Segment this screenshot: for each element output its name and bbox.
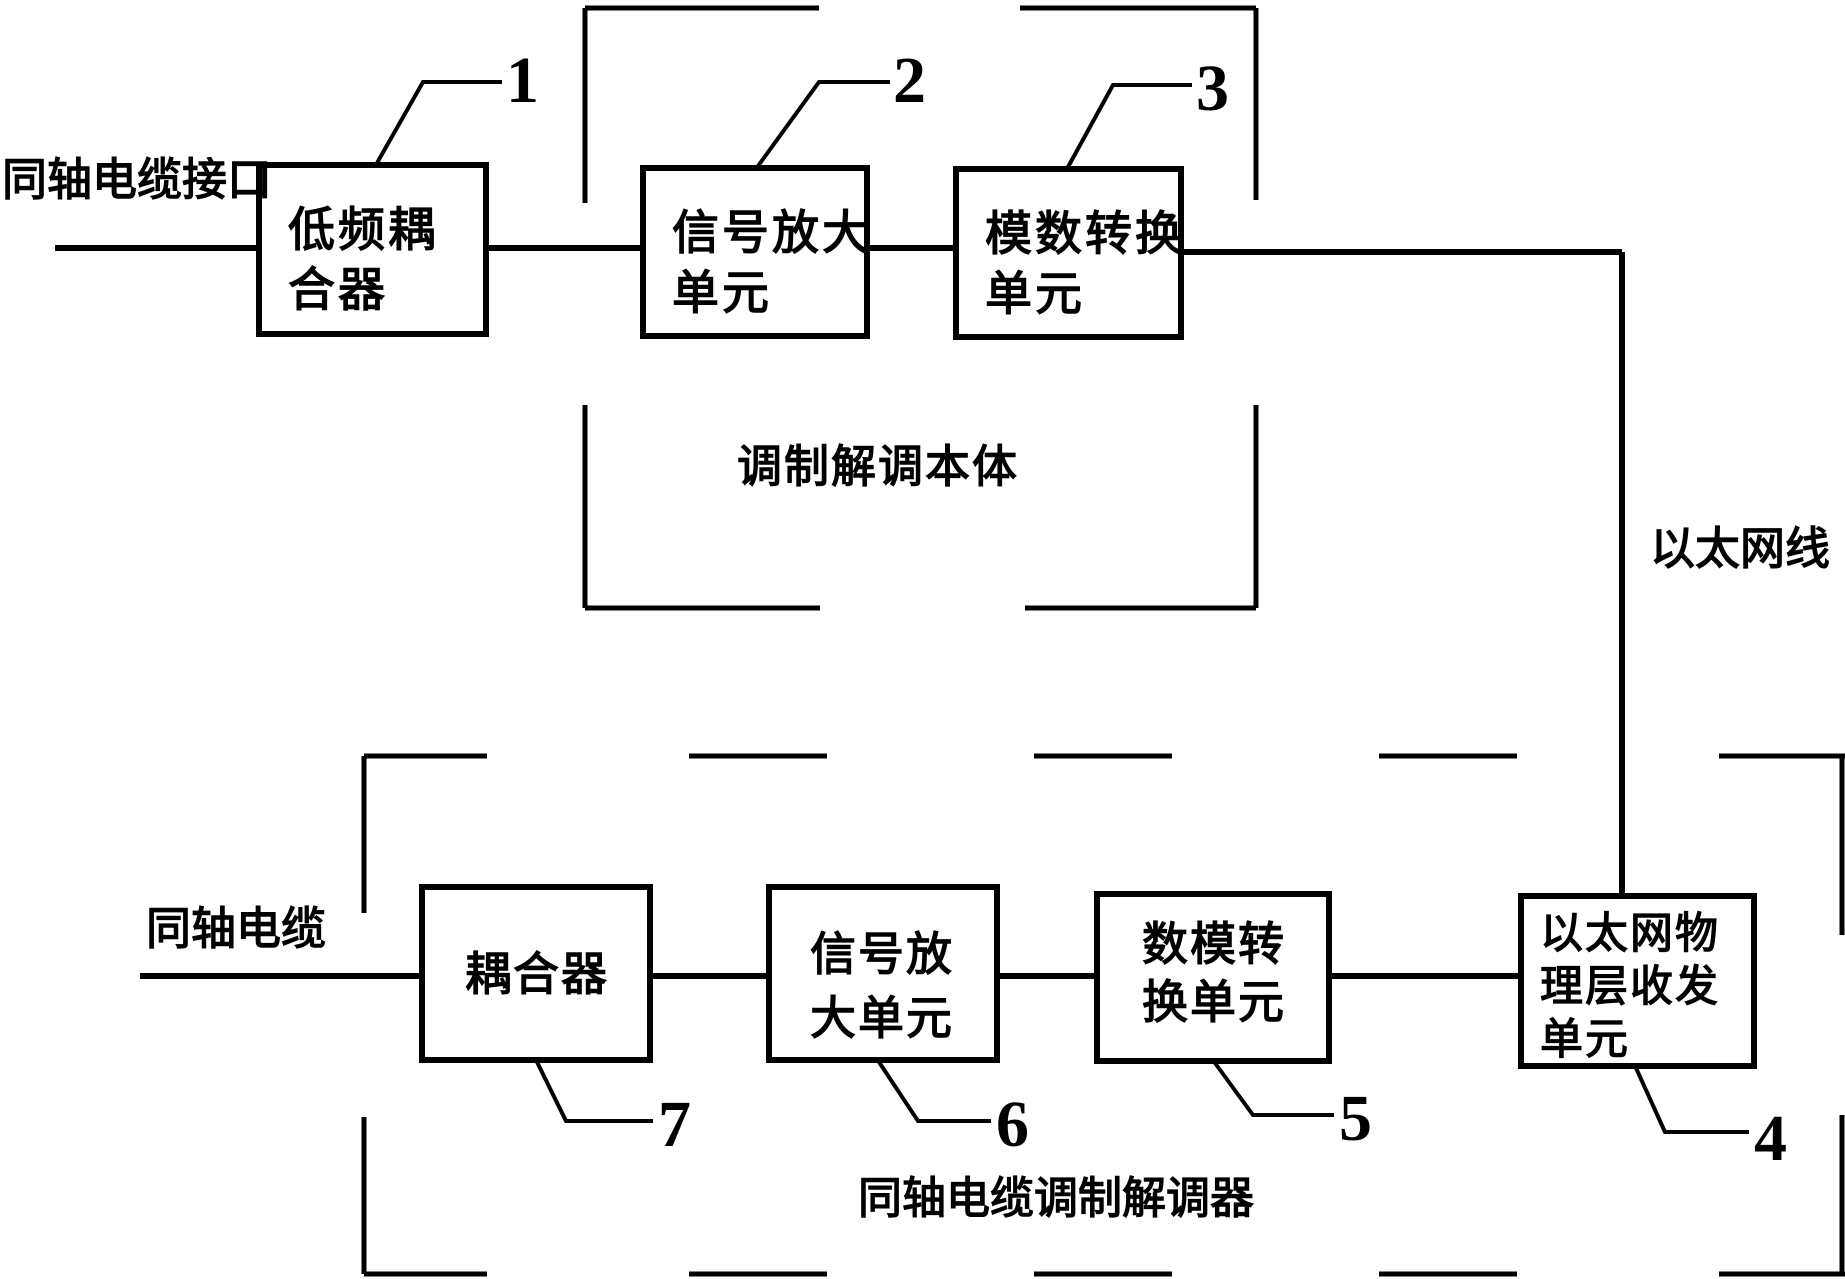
- box-label-line: 信号放: [810, 928, 954, 980]
- box-label-line: 单元: [1540, 1016, 1630, 1064]
- ref-number-3: 3: [1196, 52, 1229, 125]
- lower-dashed-frame: [361, 753, 1845, 1277]
- box-adc-unit: 模数转换 单元: [953, 166, 1184, 340]
- box-coupler: 耦合器: [419, 884, 653, 1063]
- box-label-line: 信号放大: [672, 206, 872, 259]
- ref-number-6: 6: [996, 1088, 1029, 1161]
- box-label-line: 低频耦: [288, 203, 438, 256]
- box-label-line: 数模转: [1142, 918, 1286, 970]
- label-ethernet-cable: 以太网线: [1650, 523, 1831, 574]
- box-label-line: 合器: [288, 263, 388, 316]
- ref-number-7: 7: [658, 1088, 691, 1161]
- label-coax-interface: 同轴电缆接口: [2, 154, 273, 205]
- box-low-freq-coupler: 低频耦 合器: [256, 162, 489, 337]
- ref-number-4: 4: [1754, 1102, 1787, 1175]
- box-label-line: 耦合器: [465, 948, 609, 1000]
- box-label-line: 单元: [672, 266, 772, 319]
- ref-number-1: 1: [506, 44, 539, 117]
- box-label-line: 理层收发: [1540, 963, 1720, 1011]
- box-signal-amplify-unit-lower: 信号放 大单元: [766, 884, 1000, 1063]
- box-ethernet-phy-unit: 以太网物 理层收发 单元: [1518, 893, 1757, 1069]
- label-modem-body: 调制解调本体: [737, 441, 1020, 492]
- label-coax-cable: 同轴电缆: [146, 903, 327, 954]
- ref-number-5: 5: [1339, 1082, 1372, 1155]
- label-coax-modem: 同轴电缆调制解调器: [858, 1174, 1254, 1223]
- box-label-line: 换单元: [1142, 976, 1286, 1028]
- box-signal-amplify-unit-upper: 信号放大 单元: [640, 165, 870, 339]
- box-label-line: 单元: [985, 267, 1085, 320]
- box-label-line: 大单元: [810, 992, 954, 1044]
- upper-dashed-frame: [582, 5, 1259, 611]
- box-label-line: 模数转换: [985, 207, 1185, 260]
- leader-lines: [375, 80, 1749, 1134]
- box-label-line: 以太网物: [1540, 910, 1720, 958]
- connector-lines: [55, 245, 1625, 979]
- ref-number-2: 2: [893, 44, 926, 117]
- box-dac-unit: 数模转 换单元: [1094, 891, 1332, 1064]
